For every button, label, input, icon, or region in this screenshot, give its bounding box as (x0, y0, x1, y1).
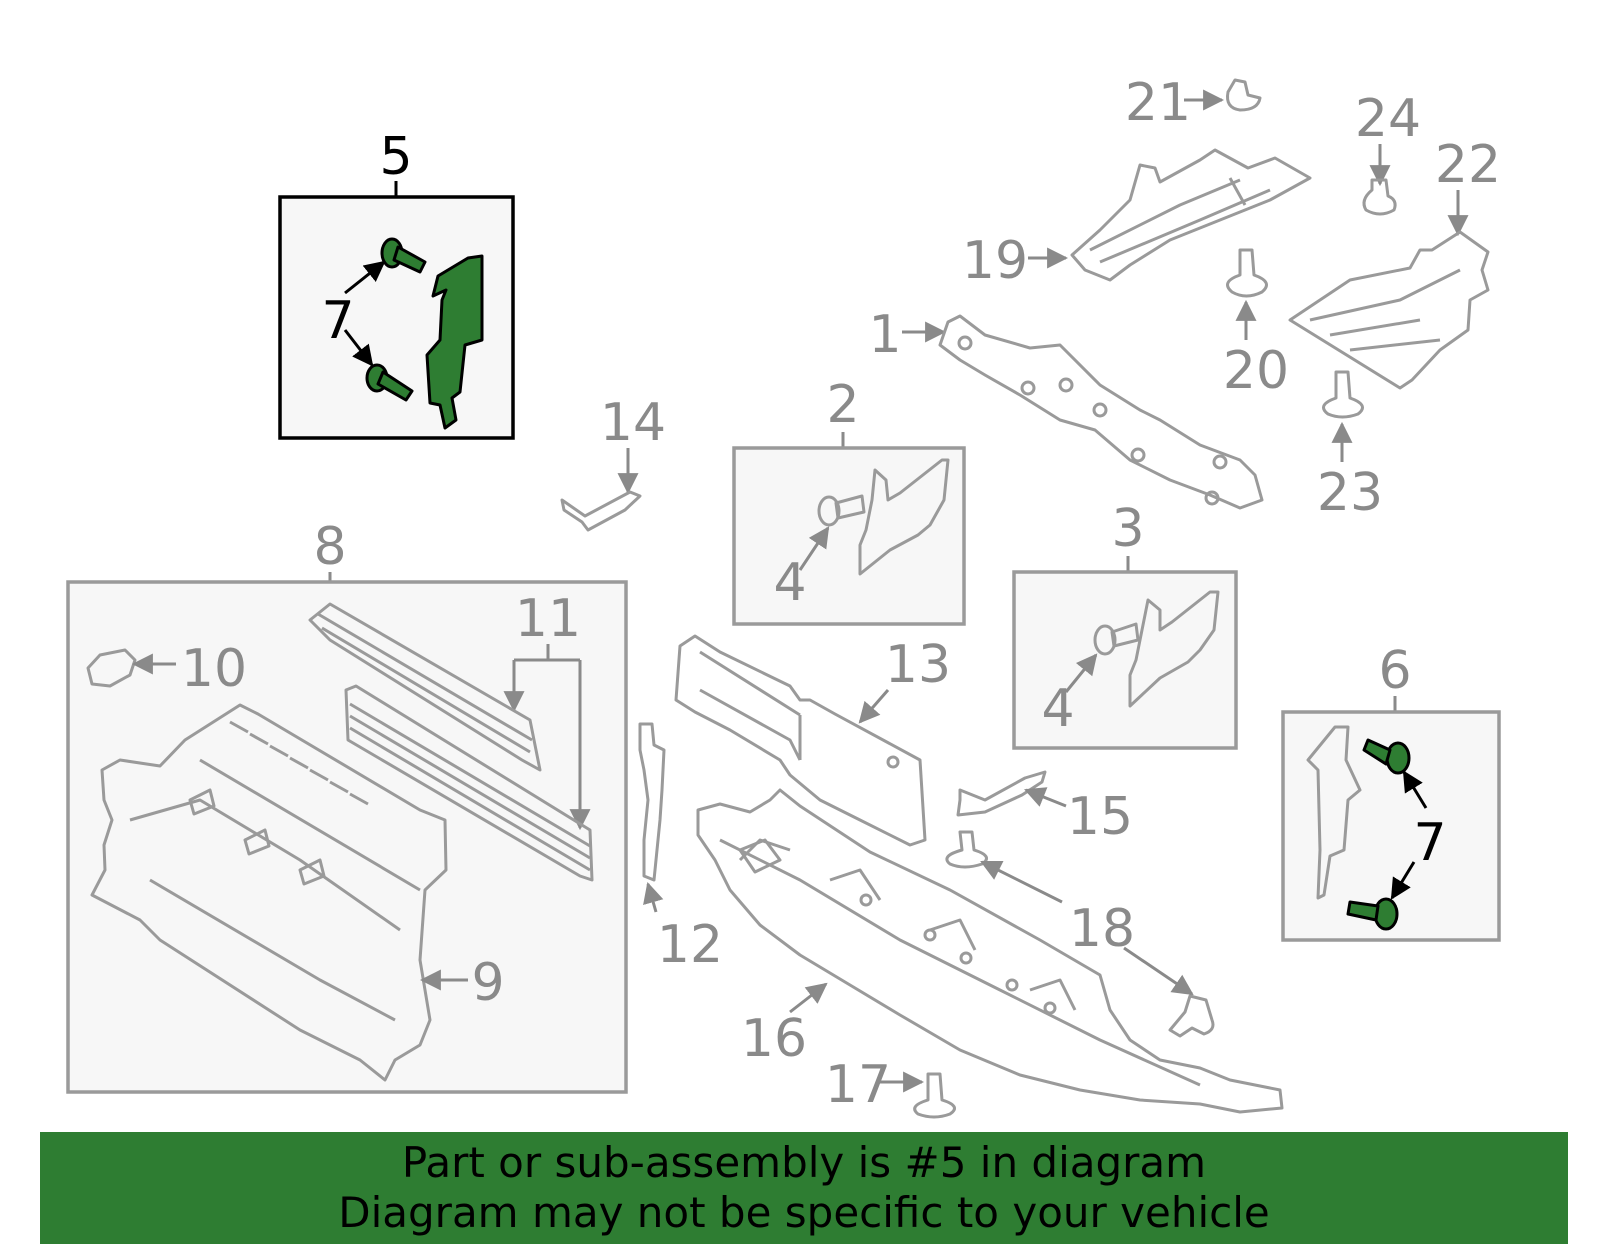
label-2: 2 (826, 375, 859, 435)
label-19: 19 (962, 231, 1028, 291)
clip-7-in-6-icon (1346, 738, 1411, 931)
label-4-in-3: 4 (1041, 679, 1074, 739)
shield-22-icon (1288, 230, 1490, 390)
shield-19-icon (1070, 148, 1312, 282)
label-23: 23 (1317, 463, 1383, 523)
part-2-box (732, 446, 966, 626)
support-1-icon (938, 314, 1264, 510)
label-17: 17 (825, 1055, 891, 1115)
label-12: 12 (657, 915, 723, 975)
label-8: 8 (313, 517, 346, 577)
label-10: 10 (181, 639, 247, 699)
clip-7-icon (365, 237, 427, 402)
label-7-in-6: 7 (1413, 813, 1446, 873)
screw-4-in-2-icon (817, 494, 866, 527)
pin-20-icon (1226, 248, 1268, 298)
label-3: 3 (1111, 499, 1144, 559)
seal-11a-icon (308, 602, 542, 772)
clip-24-icon (1362, 178, 1397, 216)
label-20: 20 (1223, 341, 1289, 401)
shutter-9-icon (90, 703, 448, 1082)
clip-21-icon (1226, 78, 1262, 112)
label-6: 6 (1378, 641, 1411, 701)
bracket-5-icon (425, 254, 484, 430)
label-15: 15 (1067, 787, 1133, 847)
bracket-14-icon (560, 490, 642, 532)
label-18: 18 (1069, 899, 1135, 959)
label-9: 9 (471, 953, 504, 1013)
label-11: 11 (515, 589, 581, 649)
pin-23-icon (1322, 370, 1364, 419)
notice-banner: Part or sub-assembly is #5 in diagram Di… (40, 1132, 1568, 1244)
pin-18a-icon (945, 830, 988, 869)
bracket-2-icon (858, 458, 950, 576)
label-5: 5 (379, 127, 412, 187)
label-16: 16 (741, 1009, 807, 1069)
label-4-in-2: 4 (773, 553, 806, 613)
bracket-3-icon (1128, 590, 1220, 708)
part-5-group[interactable]: 5 7 (278, 127, 515, 440)
pin-18b-icon (1168, 994, 1215, 1038)
bracket-6-icon (1306, 725, 1362, 900)
banner-line-1: Part or sub-assembly is #5 in diagram (401, 1138, 1207, 1187)
bracket-12-icon (638, 722, 666, 882)
banner-line-2: Diagram may not be specific to your vehi… (338, 1188, 1270, 1237)
label-13: 13 (885, 635, 951, 695)
label-1: 1 (868, 305, 901, 365)
label-7-in-5: 7 (321, 291, 354, 351)
label-24: 24 (1355, 89, 1421, 149)
label-14: 14 (600, 393, 666, 453)
deflector-13-icon (674, 634, 927, 847)
screw-4-in-3-icon (1093, 622, 1140, 656)
label-22: 22 (1435, 135, 1501, 195)
pin-17-icon (913, 1072, 956, 1119)
shield-16-icon (696, 788, 1284, 1114)
seal-11b-icon (344, 684, 594, 882)
label-21: 21 (1125, 73, 1191, 133)
